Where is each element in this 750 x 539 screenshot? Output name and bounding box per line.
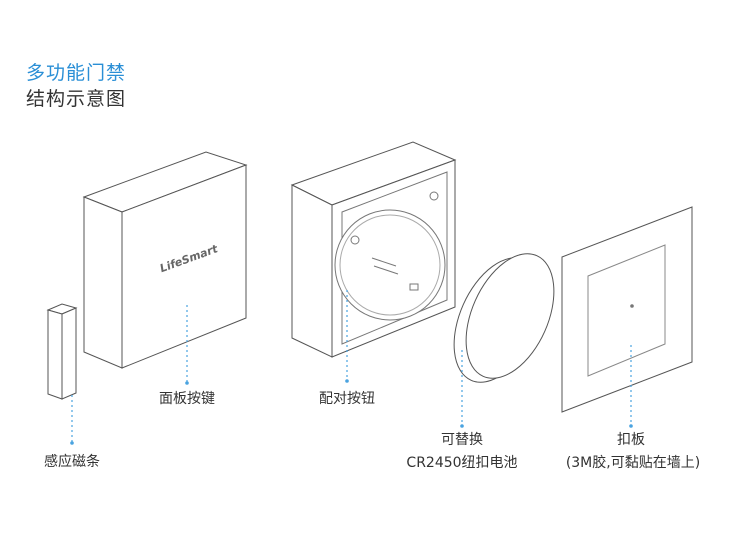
battery-label-line1: 可替换 (412, 430, 512, 450)
sensor-magnet-label: 感应磁条 (34, 452, 110, 472)
mount-plate-drawing (562, 207, 692, 412)
sensor-magnet-drawing (48, 304, 76, 399)
battery-drawing (436, 240, 571, 396)
pairing-button-label: 配对按钮 (308, 389, 386, 409)
back-housing-drawing (292, 142, 455, 357)
mount-plate-label-line1: 扣板 (591, 430, 671, 450)
battery-label-line2: CR2450纽扣电池 (392, 453, 532, 473)
panel-box-drawing: LifeSmart (84, 152, 246, 368)
mount-plate-label-line2: (3M胶,可黏贴在墙上) (551, 453, 715, 473)
panel-button-label: 面板按键 (148, 389, 226, 409)
